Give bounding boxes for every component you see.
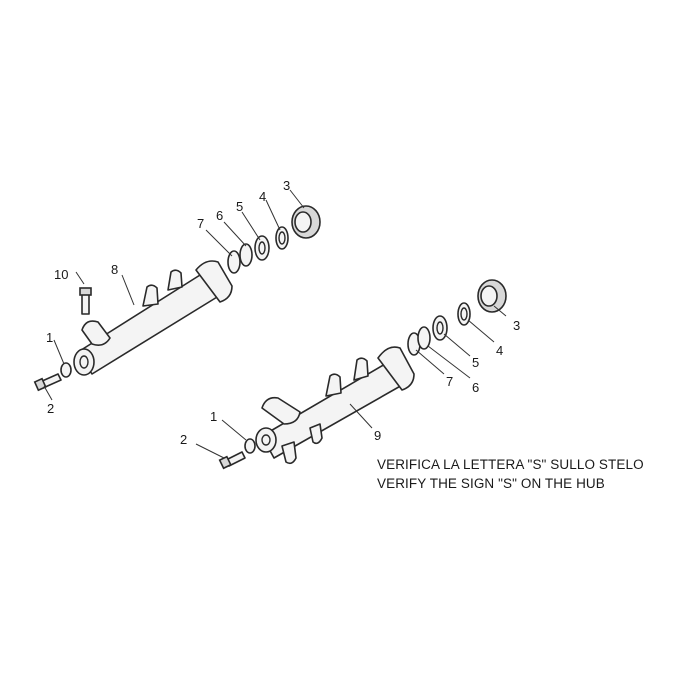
upper-tube-collar (195, 260, 233, 303)
upper-washer-1 (60, 362, 72, 378)
callout-lower-5: 5 (472, 355, 479, 370)
upper-circlip-4 (275, 226, 289, 250)
upper-mount-tab (167, 269, 183, 291)
lower-axle-boss (261, 396, 301, 425)
lower-mount-tab (353, 357, 369, 381)
lower-seal-ring-6 (417, 326, 431, 350)
callout-lower-1: 1 (210, 409, 217, 424)
lower-bottom-tab (281, 441, 297, 465)
upper-seal-ring-7 (227, 250, 241, 274)
callout-lower-7: 7 (446, 374, 453, 389)
upper-fork-assembly: 10 8 7 6 5 4 3 1 2 (33, 178, 321, 416)
lower-bottom-tab (309, 423, 323, 445)
lower-washer-5 (432, 315, 448, 341)
callout-upper-8: 8 (111, 262, 118, 277)
upper-mount-tab (142, 284, 159, 307)
lower-fork-assembly: 3 4 5 6 7 9 1 2 (180, 279, 520, 470)
lower-circlip-4 (457, 302, 471, 326)
upper-axle-boss (81, 320, 111, 346)
upper-washer-5 (254, 235, 270, 261)
callout-upper-7: 7 (197, 216, 204, 231)
upper-tube-end (73, 348, 95, 376)
verification-note-italian: VERIFICA LA LETTERA "S" SULLO STELO (377, 457, 644, 472)
upper-seal-ring-6 (239, 243, 253, 267)
callout-lower-6: 6 (472, 380, 479, 395)
callout-upper-1: 1 (46, 330, 53, 345)
callout-lower-4: 4 (496, 343, 503, 358)
callout-lower-9: 9 (374, 428, 381, 443)
callout-upper-5: 5 (236, 199, 243, 214)
callout-upper-3: 3 (283, 178, 290, 193)
lower-washer-1 (244, 438, 256, 454)
callout-lower-2: 2 (180, 432, 187, 447)
callout-upper-2: 2 (47, 401, 54, 416)
callout-upper-4: 4 (259, 189, 266, 204)
callout-upper-6: 6 (216, 208, 223, 223)
lower-tube-collar (377, 346, 415, 391)
lower-tube-end (255, 427, 277, 453)
callout-lower-3: 3 (513, 318, 520, 333)
callout-upper-10: 10 (54, 267, 68, 282)
verification-note-english: VERIFY THE SIGN "S" ON THE HUB (377, 476, 605, 491)
lower-mount-tab (325, 373, 342, 397)
